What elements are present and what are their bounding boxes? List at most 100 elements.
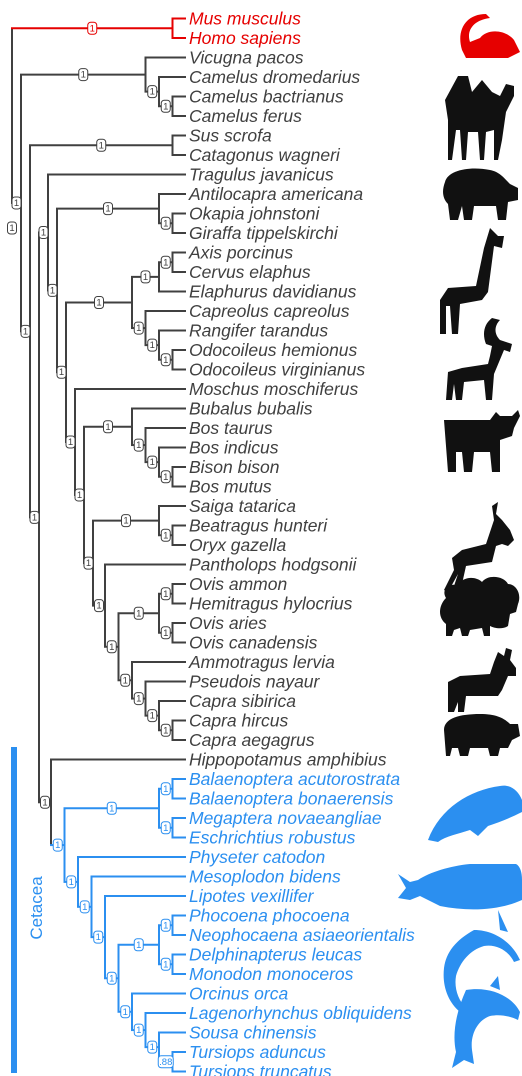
cetacea-clade-marker: Cetacea — [11, 747, 46, 1073]
support-label: 1 — [161, 100, 170, 112]
support-label: 1 — [21, 325, 30, 337]
support-value: 1 — [77, 490, 82, 501]
taxon-label: Cervus elaphus — [189, 262, 311, 282]
taxon-label: Bos taurus — [189, 418, 273, 438]
taxon-label: Ovis ammon — [189, 574, 287, 594]
support-label: 1 — [107, 641, 116, 653]
support-label: 1 — [39, 226, 48, 238]
giraffe-icon — [440, 228, 504, 334]
support-label: 1 — [134, 322, 143, 334]
taxon-label: Camelus dromedarius — [189, 67, 360, 87]
support-label: 1 — [161, 724, 170, 736]
support-value: 1 — [50, 285, 55, 296]
support-value: 1 — [163, 218, 168, 229]
support-value: 1 — [96, 601, 101, 612]
support-label: 1 — [141, 271, 150, 283]
taxon-label: Lipotes vexillifer — [189, 886, 315, 906]
support-value: 1 — [105, 422, 110, 433]
antelope-icon — [444, 502, 514, 592]
baleen-whale-icon — [428, 786, 522, 842]
support-value: 1 — [163, 725, 168, 736]
support-value: 1 — [86, 558, 91, 569]
support-value: 1 — [123, 675, 128, 686]
support-value: 1 — [163, 823, 168, 834]
support-value: 1 — [163, 920, 168, 931]
support-value: 1 — [123, 516, 128, 527]
support-value: 1 — [136, 694, 141, 705]
camel-icon — [445, 76, 514, 160]
hippo-icon — [444, 714, 520, 756]
support-value: 1 — [99, 140, 104, 151]
support-label: 1 — [88, 22, 97, 34]
support-label: 1 — [134, 607, 143, 619]
support-label: 1 — [94, 931, 103, 943]
support-value: 1 — [136, 1025, 141, 1036]
support-label: 1 — [134, 693, 143, 705]
support-value: 1 — [163, 784, 168, 795]
support-label: 1 — [148, 86, 157, 98]
support-value: 1 — [163, 628, 168, 639]
taxon-label: Catagonus wagneri — [189, 145, 341, 165]
support-value: 1 — [42, 797, 47, 808]
support-label: 1 — [121, 1006, 130, 1018]
support-value: 1 — [150, 711, 155, 722]
taxon-label: Ovis canadensis — [189, 633, 318, 653]
support-label: 1 — [161, 471, 170, 483]
taxon-label: Phocoena phocoena — [189, 906, 350, 926]
support-value: .88 — [159, 1057, 172, 1068]
taxon-label: Moschus moschiferus — [189, 379, 358, 399]
support-label: 1 — [104, 203, 113, 215]
support-label: 1 — [161, 256, 170, 268]
taxon-label: Odocoileus virginianus — [189, 360, 365, 380]
cetacea-clade-bar — [11, 747, 17, 1073]
taxon-label: Lagenorhynchus obliquidens — [189, 1003, 412, 1023]
support-label: 1 — [30, 511, 39, 523]
support-value: 1 — [163, 589, 168, 600]
support-label: 1 — [8, 222, 17, 234]
support-label: 1 — [161, 627, 170, 639]
taxon-label: Okapia johnstoni — [189, 204, 320, 224]
support-label: 1 — [107, 972, 116, 984]
support-value: 1 — [68, 437, 73, 448]
support-label: 1 — [161, 783, 170, 795]
taxon-label: Bos mutus — [189, 477, 272, 497]
support-label: 1 — [161, 354, 170, 366]
taxon-label: Megaptera novaeangliae — [189, 808, 382, 828]
support-value: 1 — [109, 642, 114, 653]
taxon-label: Vicugna pacos — [189, 48, 304, 68]
support-value: 1 — [96, 932, 101, 943]
taxon-label: Odocoileus hemionus — [189, 340, 358, 360]
taxon-label: Oryx gazella — [189, 535, 287, 555]
support-value: 1 — [23, 326, 28, 337]
cetacea-clade-label: Cetacea — [27, 876, 46, 940]
support-value: 1 — [81, 70, 86, 81]
sperm-whale-icon — [398, 864, 522, 909]
support-value: 1 — [82, 902, 87, 913]
support-label: 1 — [48, 284, 57, 296]
cow-icon — [444, 410, 520, 472]
taxon-label: Neophocaena asiaeorientalis — [189, 925, 415, 945]
support-value: 1 — [150, 340, 155, 351]
taxon-label: Hippopotamus amphibius — [189, 750, 387, 770]
support-value: 1 — [55, 840, 60, 851]
goat-icon — [448, 648, 516, 712]
dolphin-icon — [452, 976, 520, 1068]
support-label: 1 — [84, 557, 93, 569]
support-value: 1 — [59, 367, 64, 378]
support-label: 1 — [148, 339, 157, 351]
support-label: 1 — [41, 796, 50, 808]
support-value: 1 — [136, 440, 141, 451]
support-value: 1 — [90, 23, 95, 34]
support-value: 1 — [136, 323, 141, 334]
support-value: 1 — [109, 973, 114, 984]
support-value: 1 — [163, 530, 168, 541]
taxon-label: Homo sapiens — [189, 28, 301, 48]
taxon-label: Tursiops truncatus — [189, 1062, 332, 1076]
taxon-label: Hemitragus hylocrius — [189, 594, 353, 614]
support-value: 1 — [96, 297, 101, 308]
taxon-label: Capra hircus — [189, 711, 288, 731]
taxon-label: Ovis aries — [189, 613, 267, 633]
taxon-label: Capreolus capreolus — [189, 301, 350, 321]
support-value: 1 — [143, 272, 148, 283]
